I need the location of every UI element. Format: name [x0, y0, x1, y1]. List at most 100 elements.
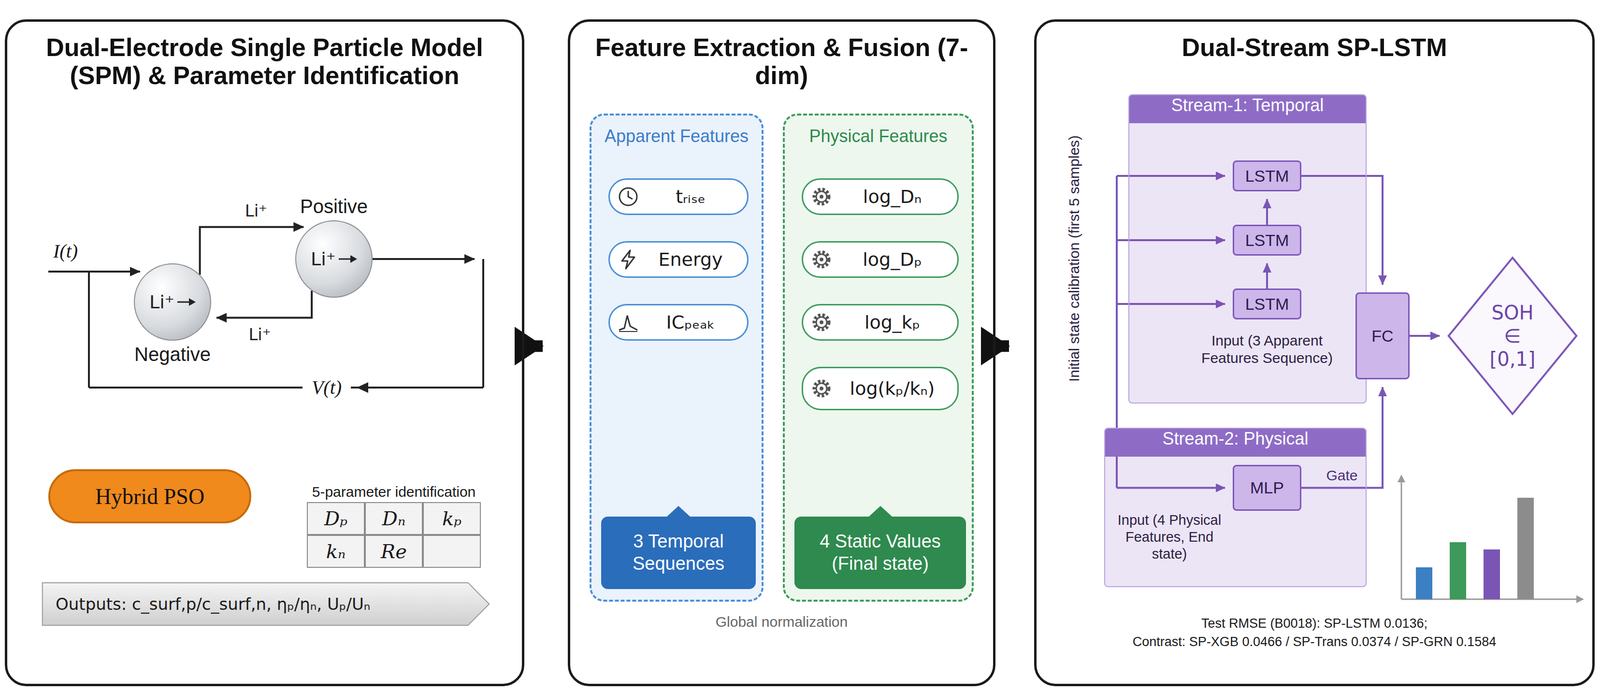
chart-bar — [1483, 549, 1500, 600]
panel: Feature Extraction & Fusion (7-dim)Appar… — [567, 19, 996, 687]
node-title: 3 Temporal Sequences — [605, 530, 751, 575]
lstm-block: LSTM — [1232, 224, 1302, 256]
graphic-part — [42, 582, 490, 626]
graphic-part — [338, 258, 352, 260]
feedback-wire — [87, 271, 90, 388]
electrode-particle: Li⁺Negative — [133, 263, 212, 341]
graphic-part — [819, 257, 824, 262]
graphic-part — [177, 301, 190, 303]
table-cell — [422, 534, 481, 568]
feature-pill: log_kₚ — [801, 303, 959, 341]
group-fill — [782, 113, 974, 602]
node-title: LSTM — [1245, 294, 1290, 314]
node-title: MLP — [1250, 478, 1284, 498]
node-title: log_Dₚ — [862, 248, 922, 271]
node-title: Hybrid PSO — [95, 483, 205, 510]
graphic-part — [816, 317, 827, 328]
graphic-part — [617, 248, 639, 271]
edge-label: Li⁺ — [245, 201, 268, 221]
graphic-part — [619, 187, 637, 206]
feedback-wire — [482, 259, 485, 388]
node-title: SOH ∈ [0,1] — [1481, 301, 1544, 371]
node-title: Dual-Electrode Single Particle Model (SP… — [21, 33, 508, 90]
feedback-wire — [88, 386, 484, 389]
graphic-part — [816, 254, 827, 265]
chart-bar — [1449, 542, 1467, 600]
graphic-part — [814, 189, 829, 204]
node-text: Positive — [257, 195, 411, 218]
graphic-part — [350, 255, 358, 263]
edge-label: Li⁺ — [248, 324, 271, 345]
connector — [995, 340, 1010, 352]
summary-box: 3 Temporal Sequences — [601, 516, 756, 590]
axis-arrow — [1576, 595, 1585, 604]
connector — [1409, 334, 1440, 337]
edge-label: Gate — [1326, 467, 1358, 484]
graphic-part — [819, 194, 824, 199]
graphic-part — [816, 191, 827, 202]
node-title: 5-parameter identification — [306, 484, 481, 503]
stream-band: Stream-1: TemporalInput (3 Apparent Feat… — [1128, 94, 1367, 404]
graphic-part — [814, 252, 829, 267]
output-arrow: Outputs: c_surf,p/c_surf,n, ηₚ/ηₙ, Uₚ/Uₙ — [41, 582, 491, 626]
node-title: Stream-2: Physical — [1105, 428, 1366, 457]
node-title: Stream-1: Temporal — [1129, 95, 1366, 124]
feature-pill: ICₚₑₐₖ — [608, 303, 749, 341]
feature-pill: log_Dₙ — [801, 178, 959, 216]
note-label: Initial state calibration (first 5 sampl… — [1065, 99, 1105, 419]
connector — [1301, 175, 1383, 285]
chart-axis — [1400, 475, 1403, 600]
node-text: Dₙ — [364, 502, 423, 535]
panel: Dual-Electrode Single Particle Model (SP… — [4, 19, 525, 687]
feature-pill: log_Dₚ — [801, 241, 959, 278]
fc-block: FC — [1355, 292, 1410, 380]
feature-group: Apparent FeaturestᵣᵢₛₑEnergyICₚₑₐₖ3 Temp… — [589, 113, 764, 602]
node-title: 4 Static Values (Final state) — [799, 530, 962, 575]
group-fill — [1128, 94, 1367, 404]
note-label: V(t) — [302, 375, 351, 399]
graphic-part — [810, 377, 833, 400]
graphic-part — [814, 381, 829, 396]
node-text: kₙ — [306, 534, 365, 568]
graphic-part — [619, 331, 638, 332]
feedback-arrow — [356, 382, 369, 393]
calibration-branch — [1116, 302, 1226, 305]
node-title: Physical Features — [784, 126, 972, 147]
graphic-part — [188, 298, 196, 306]
node-title: Apparent Features — [591, 126, 762, 147]
node-title: Li⁺ — [149, 291, 175, 313]
node-title: LSTM — [1245, 230, 1290, 250]
graphic-part — [177, 296, 196, 308]
current-input-wire — [48, 270, 141, 273]
graphic-part — [810, 248, 833, 271]
graphic-part — [819, 386, 824, 391]
graphic-part — [619, 315, 638, 331]
summary-box: 4 Static Values (Final state) — [794, 516, 966, 590]
graphic-part — [816, 383, 827, 394]
feature-pill: log(kₚ/kₙ) — [801, 366, 959, 411]
lstm-block: LSTM — [1232, 288, 1302, 320]
connector — [524, 340, 543, 352]
feature-pill: Energy — [608, 241, 749, 278]
graphic-part — [621, 250, 635, 269]
node-title: log_Dₙ — [863, 186, 922, 208]
graphic-part — [617, 311, 639, 333]
node-title: FC — [1371, 326, 1394, 346]
node-text: Dₚ — [306, 502, 365, 535]
mlp-block: MLP — [1232, 464, 1302, 511]
node-text: Input (3 Apparent Features Sequence) — [1187, 331, 1347, 367]
graphic-part — [628, 190, 633, 200]
node-text: kₚ — [422, 502, 481, 535]
note-label: I(t) — [53, 239, 78, 263]
lstm-block: LSTM — [1232, 160, 1302, 192]
node-text: Re — [364, 534, 423, 568]
note-label: Contrast: SP-XGB 0.0466 / SP-Trans 0.037… — [1041, 634, 1588, 650]
node-text: Input (4 Physical Features, End state) — [1109, 511, 1230, 563]
chart-bar — [1517, 497, 1534, 600]
electrode-particle: Li⁺Positive — [295, 220, 373, 298]
calibration-branch — [1116, 174, 1226, 177]
chart-bar — [1415, 567, 1433, 600]
output-diamond: SOH ∈ [0,1] — [1447, 256, 1578, 416]
process-pill: Hybrid PSO — [48, 469, 252, 524]
graphic-part — [810, 311, 833, 333]
